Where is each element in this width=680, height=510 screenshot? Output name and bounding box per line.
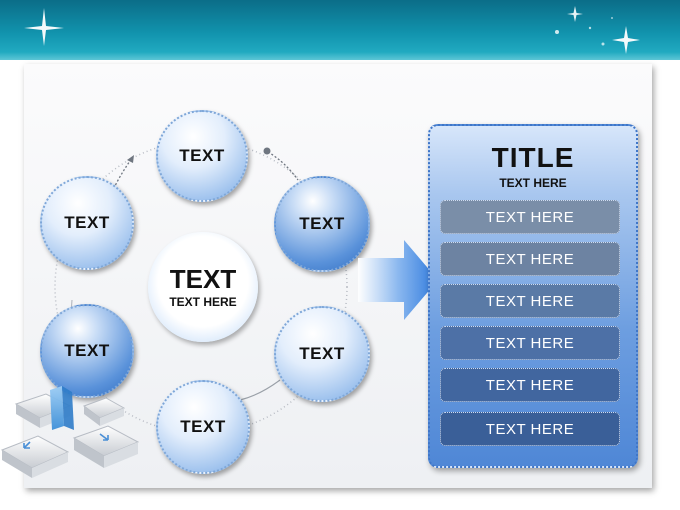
header-banner (0, 0, 680, 60)
cycle-node-bottom: TEXT (156, 380, 250, 474)
sparkle-decoration (24, 6, 640, 54)
cycle-node-top: TEXT (156, 110, 248, 202)
cycle-node-lower-right: TEXT (274, 306, 370, 402)
panel-item-6: TEXT HERE (440, 412, 620, 446)
panel-item-3: TEXT HERE (440, 284, 620, 318)
cycle-node-upper-left: TEXT (40, 176, 134, 270)
panel-item-5: TEXT HERE (440, 368, 620, 402)
connector-dot-line (267, 151, 299, 181)
panel-subtitle: TEXT HERE (499, 176, 567, 190)
cycle-node-label: TEXT (64, 213, 110, 232)
cycle-node-label: TEXT (299, 214, 345, 233)
cycle-node-label: TEXT (179, 146, 225, 165)
center-subtitle: TEXT HERE (169, 294, 237, 309)
panel-item-2: TEXT HERE (440, 242, 620, 276)
title-panel: TITLE TEXT HERE TEXT HERE TEXT HERE TEXT… (428, 124, 638, 468)
keyboard-keys-graphic (0, 386, 140, 478)
sparkle-icon (24, 8, 64, 46)
cycle-node-label: TEXT (64, 341, 110, 360)
cycle-node-lower-left: TEXT (40, 304, 134, 398)
center-circle: TEXT TEXT HERE (148, 232, 258, 342)
cycle-node-label: TEXT (299, 344, 345, 363)
center-title: TEXT (169, 263, 237, 294)
arrow-right-icon (358, 240, 438, 320)
cycle-node-upper-right: TEXT (274, 176, 370, 272)
panel-item-4: TEXT HERE (440, 326, 620, 360)
cycle-node-label: TEXT (180, 417, 226, 436)
panel-title: TITLE (491, 142, 575, 173)
panel-item-1: TEXT HERE (440, 200, 620, 234)
